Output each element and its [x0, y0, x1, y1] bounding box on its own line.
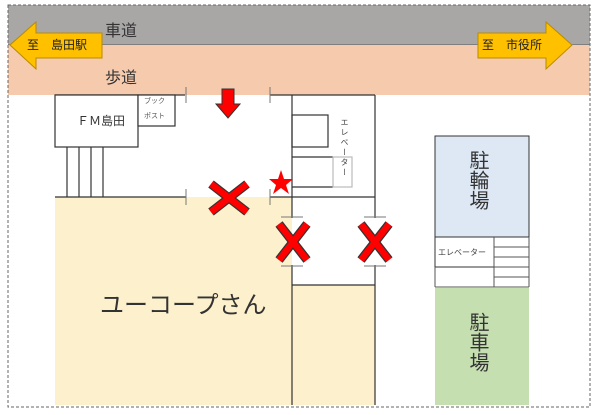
fm-shimada-label: ＦＭ島田 [77, 114, 126, 128]
closed-x-icon [275, 221, 311, 263]
bicycle-parking-label: 駐輪場 [466, 150, 490, 210]
closed-x-icon [357, 221, 393, 263]
current-location-star-icon [269, 170, 293, 194]
elevator-main-label: エレベーター [340, 118, 349, 178]
building-walls [54, 94, 376, 405]
elevator-label-box [332, 156, 353, 188]
car-parking-label: 駐車場 [466, 312, 490, 372]
left-direction-arrow-icon [9, 20, 103, 71]
closed-x-icon [208, 180, 250, 216]
fm-shimada-room [54, 94, 139, 148]
car-parking-area [435, 288, 529, 405]
coop-store-area-extension [292, 285, 375, 405]
door-ticks [185, 87, 386, 267]
book-post-box [137, 94, 176, 127]
parking-stairs [434, 237, 530, 288]
roadway-label: 車道 [105, 21, 138, 40]
coop-store-area [55, 197, 292, 405]
map-border [7, 4, 591, 408]
bicycle-parking-area [434, 135, 530, 238]
coop-store-label: ユーコープさん [100, 291, 267, 319]
left-direction-label: 至 島田駅 [27, 38, 88, 52]
right-direction-label: 至 市役所 [482, 38, 543, 52]
parking-elevator-label: エレベーター [438, 248, 486, 257]
book-post-label-line1: ブック [144, 97, 165, 105]
sidewalk-label: 歩道 [105, 68, 138, 87]
right-direction-arrow-icon [477, 20, 573, 71]
parking-elevator-box [434, 236, 495, 268]
entrance-down-arrow-icon [214, 88, 242, 119]
book-post-label-line2: ポスト [144, 112, 165, 120]
